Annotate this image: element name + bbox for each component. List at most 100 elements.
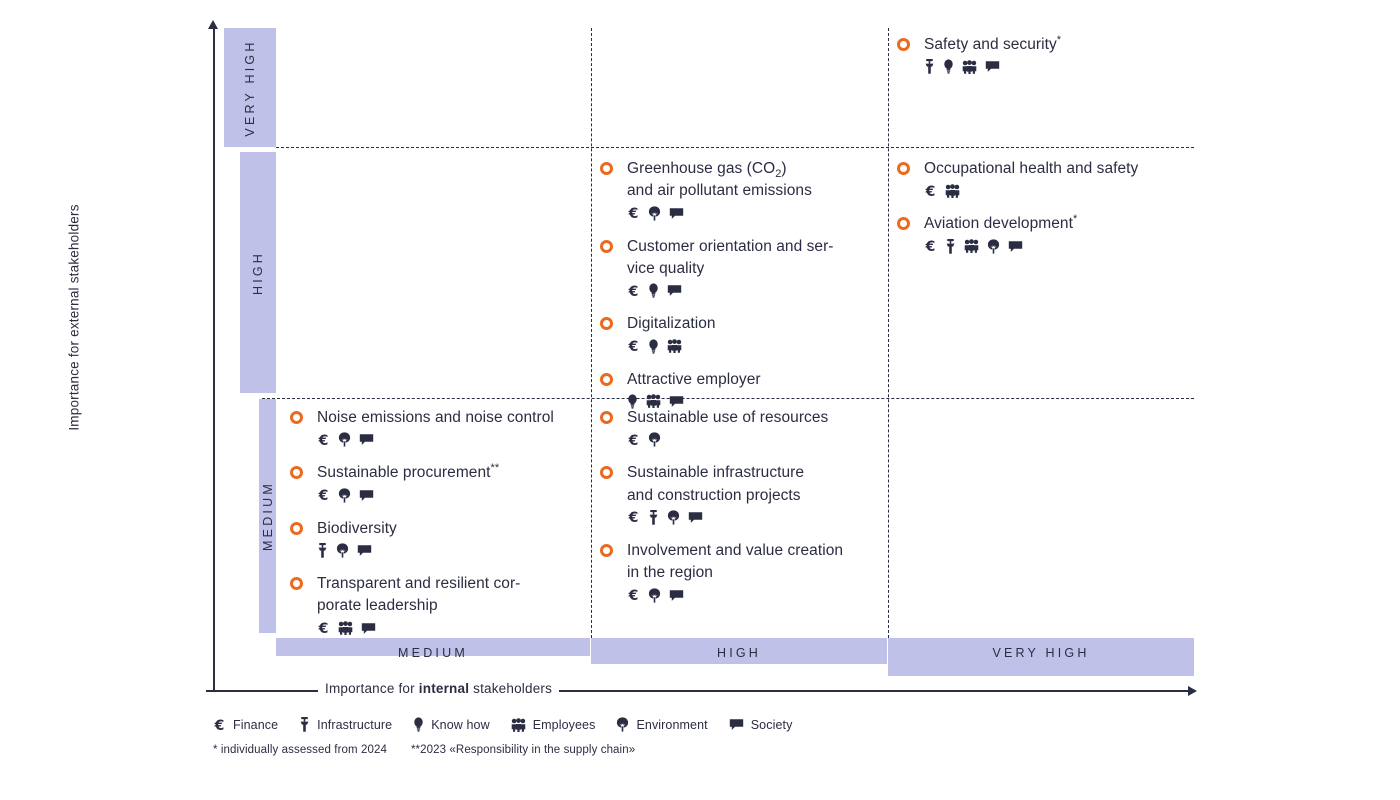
society-icon <box>669 589 684 602</box>
topic-item[interactable]: Noise emissions and noise control € <box>290 407 590 447</box>
cell-high-medium: Sustainable use of resources€ Sustainable… <box>600 407 885 603</box>
topic-label: Greenhouse gas (CO2)and air pollutant em… <box>627 160 812 200</box>
topic-item[interactable]: Digitalization€ <box>600 313 885 354</box>
x-band-very-high: VERY HIGH <box>888 638 1194 676</box>
environment-icon <box>667 510 680 525</box>
topic-icon-row: € <box>924 238 1192 254</box>
topic-item[interactable]: Occupational health and safety € <box>897 158 1192 198</box>
topic-item[interactable]: Aviation development* € <box>897 213 1192 254</box>
topic-marker-icon <box>290 466 303 480</box>
environment-icon <box>648 206 661 221</box>
topic-marker-icon <box>897 38 910 51</box>
footnote-2: **2023 «Responsibility in the supply cha… <box>410 744 636 756</box>
topic-icon-row: € <box>627 587 885 603</box>
knowhow-icon <box>648 283 659 298</box>
finance-icon: € <box>924 239 937 253</box>
topic-item[interactable]: Sustainable use of resources€ <box>600 407 885 447</box>
topic-item[interactable]: Biodiversity <box>290 518 590 558</box>
legend-item-finance: € Finance <box>213 718 278 732</box>
x-band-high: HIGH <box>591 638 887 664</box>
svg-text:€: € <box>628 284 639 298</box>
topic-marker-icon <box>290 411 303 424</box>
legend-item-label: Finance <box>233 717 279 732</box>
finance-icon: € <box>213 718 226 732</box>
topic-marker-icon <box>600 466 613 480</box>
topic-label: Aviation development* <box>924 213 1078 233</box>
finance-icon: € <box>317 621 330 635</box>
legend-item-knowhow: Know how <box>413 717 490 732</box>
topic-icon-row: € <box>627 432 885 447</box>
topic-label: Attractive employer <box>627 370 761 388</box>
y-band-very-high-label: VERY HIGH <box>243 38 257 137</box>
society-icon <box>359 433 374 446</box>
legend-item-infrastructure: Infrastructure <box>299 717 392 732</box>
topic-icon-row <box>317 542 590 558</box>
society-icon <box>359 489 374 502</box>
environment-icon <box>648 432 661 447</box>
employees-icon <box>667 339 682 354</box>
topic-marker-icon <box>290 521 303 535</box>
topic-label: Occupational health and safety <box>924 160 1139 177</box>
y-axis-title: Importance for external stakeholders <box>66 204 82 431</box>
topic-icon-row <box>627 394 885 409</box>
cell-medium-medium: Noise emissions and noise control € Sustai… <box>290 407 590 636</box>
topic-label: Transparent and resilient cor-porate lea… <box>317 574 521 615</box>
svg-text:€: € <box>628 433 639 447</box>
environment-icon <box>987 239 1000 254</box>
topic-label: Sustainable procurement** <box>317 462 500 482</box>
topic-marker-icon <box>290 576 303 590</box>
legend-item-environment: Environment <box>616 717 708 732</box>
topic-item[interactable]: Sustainable procurement**€ <box>290 462 590 503</box>
infrastructure-icon <box>924 59 935 75</box>
society-icon <box>669 207 684 220</box>
employees-icon <box>338 621 353 636</box>
topic-icon-row: € <box>924 183 1192 198</box>
finance-icon: € <box>627 588 640 602</box>
x-axis-title-pre: Importance for <box>325 681 419 696</box>
topic-label: Biodiversity <box>317 519 397 537</box>
employees-icon <box>962 60 977 74</box>
finance-icon: € <box>627 433 640 447</box>
society-icon <box>985 60 1000 73</box>
svg-text:€: € <box>628 510 639 524</box>
legend-item-society: Society <box>729 718 793 732</box>
topic-item[interactable]: Safety and security* <box>897 33 1192 75</box>
y-axis-line <box>213 28 215 691</box>
y-axis-arrow-icon <box>208 20 218 29</box>
svg-text:€: € <box>214 718 225 732</box>
cell-very-high-very-high: Safety and security* <box>897 33 1192 75</box>
topic-item[interactable]: Customer orientation and ser-vice qualit… <box>600 236 885 299</box>
employees-icon <box>964 239 979 254</box>
topic-label: Noise emissions and noise control <box>317 409 554 426</box>
employees-icon <box>945 184 960 198</box>
finance-icon: € <box>627 510 640 524</box>
society-icon <box>688 511 703 524</box>
footnotes: * individually assessed from 2024 **2023… <box>213 744 635 756</box>
x-axis-arrow-icon <box>1188 685 1197 696</box>
infrastructure-icon <box>945 238 956 254</box>
topic-item[interactable]: Greenhouse gas (CO2)and air pollutant em… <box>600 158 885 221</box>
topic-item[interactable]: Transparent and resilient cor-porate lea… <box>290 573 590 636</box>
finance-icon: € <box>924 184 937 198</box>
employees-icon <box>646 394 661 409</box>
topic-marker-icon <box>600 317 613 331</box>
environment-icon <box>338 488 351 503</box>
topic-marker-icon <box>897 217 910 231</box>
topic-icon-row: € <box>627 283 885 298</box>
x-axis-title-post: stakeholders <box>469 681 553 696</box>
gridline-vertical-right <box>888 28 889 638</box>
x-axis-title-bold: internal <box>418 681 470 696</box>
topic-label: Safety and security* <box>924 33 1062 53</box>
topic-label: Customer orientation and ser-vice qualit… <box>627 237 834 277</box>
topic-icon-row: € <box>627 338 885 354</box>
knowhow-icon <box>413 717 424 732</box>
topic-icon-row <box>924 59 1192 75</box>
finance-icon: € <box>317 433 330 447</box>
society-icon <box>669 395 684 408</box>
topic-item[interactable]: Attractive employer <box>600 369 885 409</box>
